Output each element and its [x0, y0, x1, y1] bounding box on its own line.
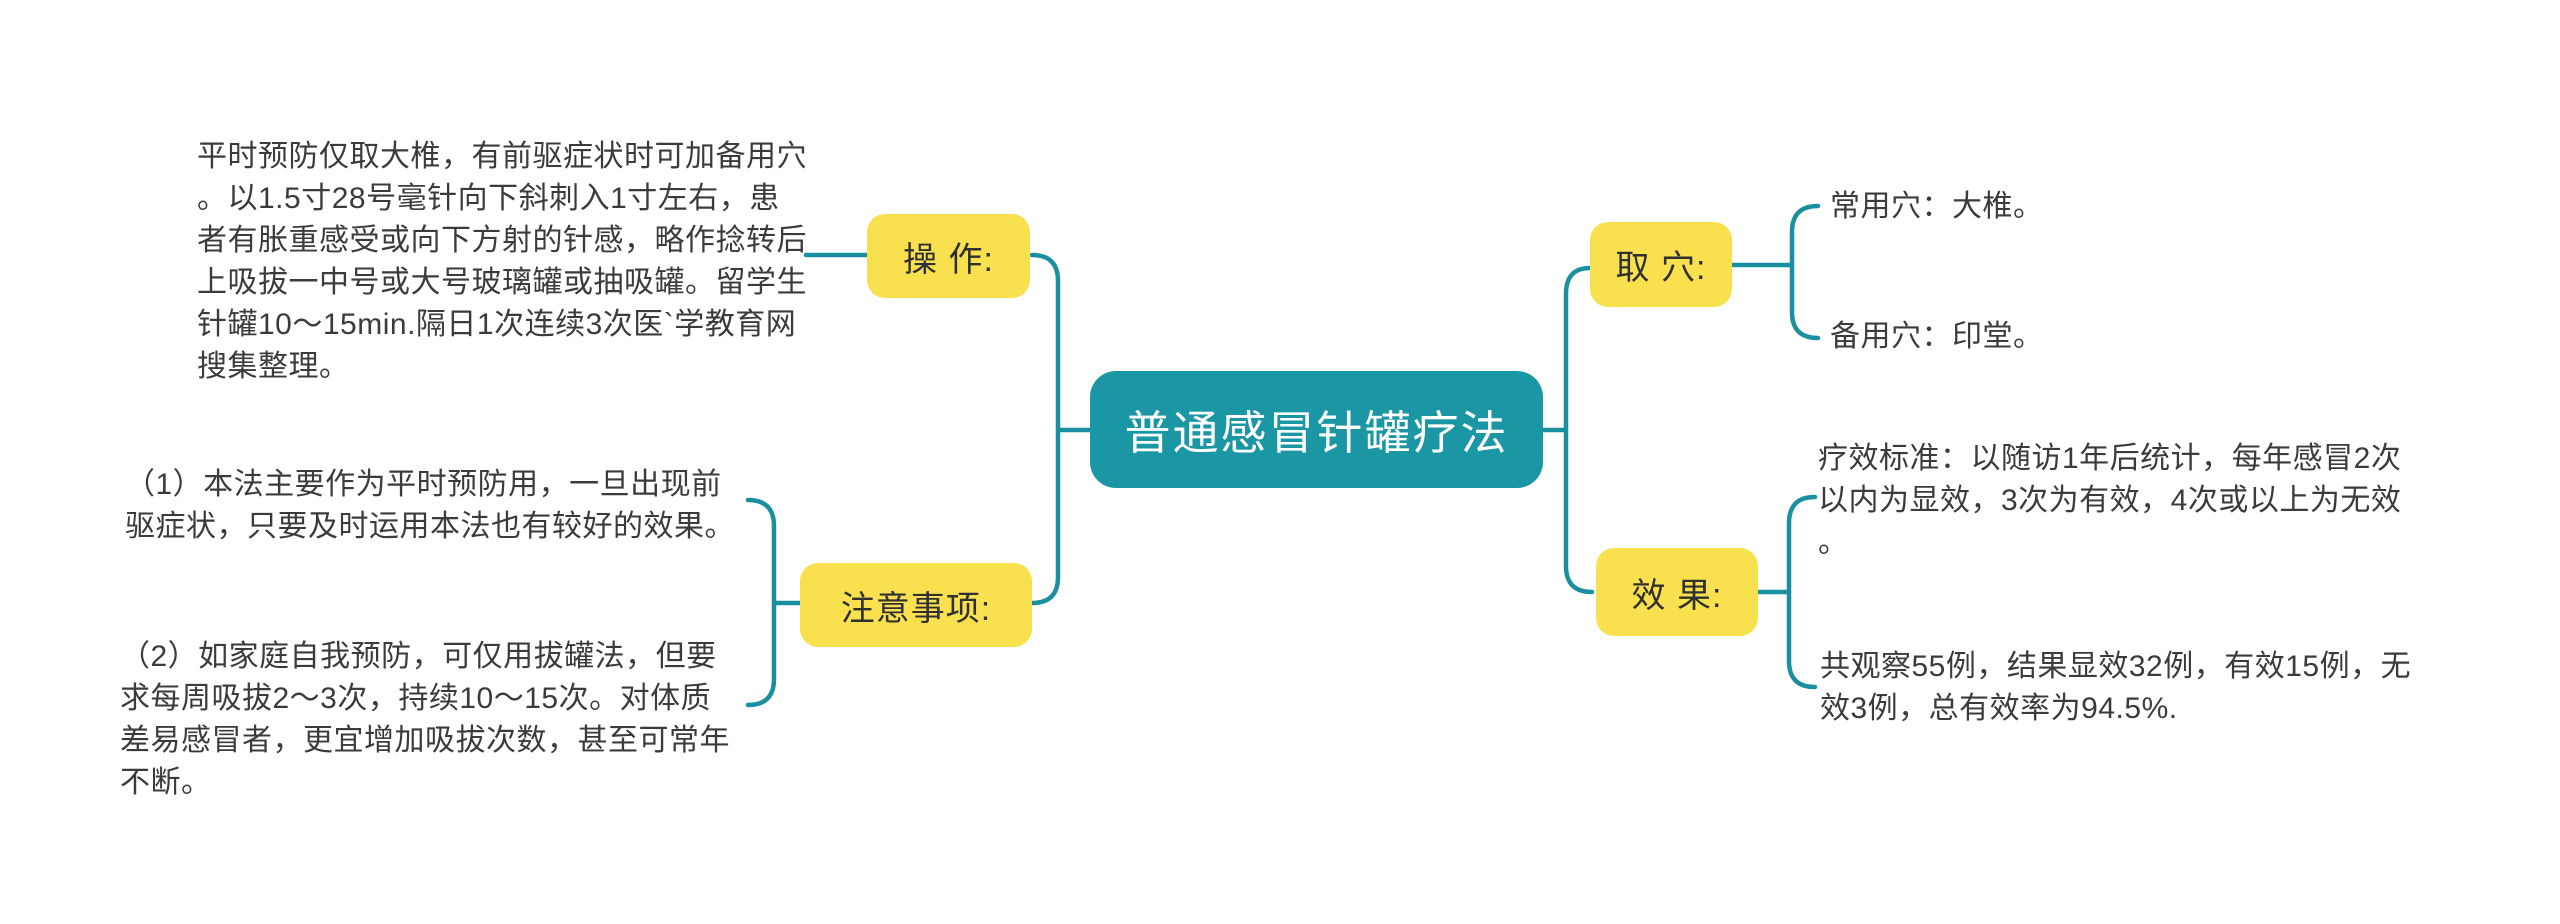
connector-left-spine — [1029, 252, 1061, 606]
branch-node-effect[interactable]: 效 果: — [1596, 548, 1758, 636]
connector-effect-bracket — [1786, 494, 1818, 690]
connector-right-spine — [1563, 265, 1595, 595]
acupoints-leaf-2-text[interactable]: 备用穴：印堂。 — [1830, 320, 2044, 353]
effect-leaf-1-text[interactable]: 疗效标准：以随访1年后统计，每年感冒2次 以内为显效，3次为有效，4次或以上为无… — [1818, 442, 2402, 559]
branch-node-precautions[interactable]: 注意事项: — [800, 563, 1032, 647]
precautions-leaf-2-text[interactable]: （2）如家庭自我预防，可仅用拔罐法，但要 求每周吸拔2～3次，持续10～15次。… — [120, 640, 730, 799]
connector-acupoints-bracket — [1789, 203, 1821, 341]
effect-leaf-2-text[interactable]: 共观察55例，结果显效32例，有效15例，无 效3例，总有效率为94.5%. — [1820, 650, 2412, 725]
branch-node-acupoints[interactable]: 取 穴: — [1590, 222, 1732, 307]
precautions-leaf-1-text[interactable]: （1）本法主要作为平时预防用，一旦出现前 驱症状，只要及时运用本法也有较好的效果… — [125, 468, 735, 543]
acupoints-leaf-1-text[interactable]: 常用穴：大椎。 — [1830, 190, 2044, 223]
operation-leaf-text[interactable]: 平时预防仅取大椎，有前驱症状时可加备用穴 。以1.5寸28号毫针向下斜刺入1寸左… — [197, 140, 807, 383]
branch-node-operation[interactable]: 操 作: — [867, 214, 1030, 298]
root-node[interactable]: 普通感冒针罐疗法 — [1090, 371, 1543, 488]
